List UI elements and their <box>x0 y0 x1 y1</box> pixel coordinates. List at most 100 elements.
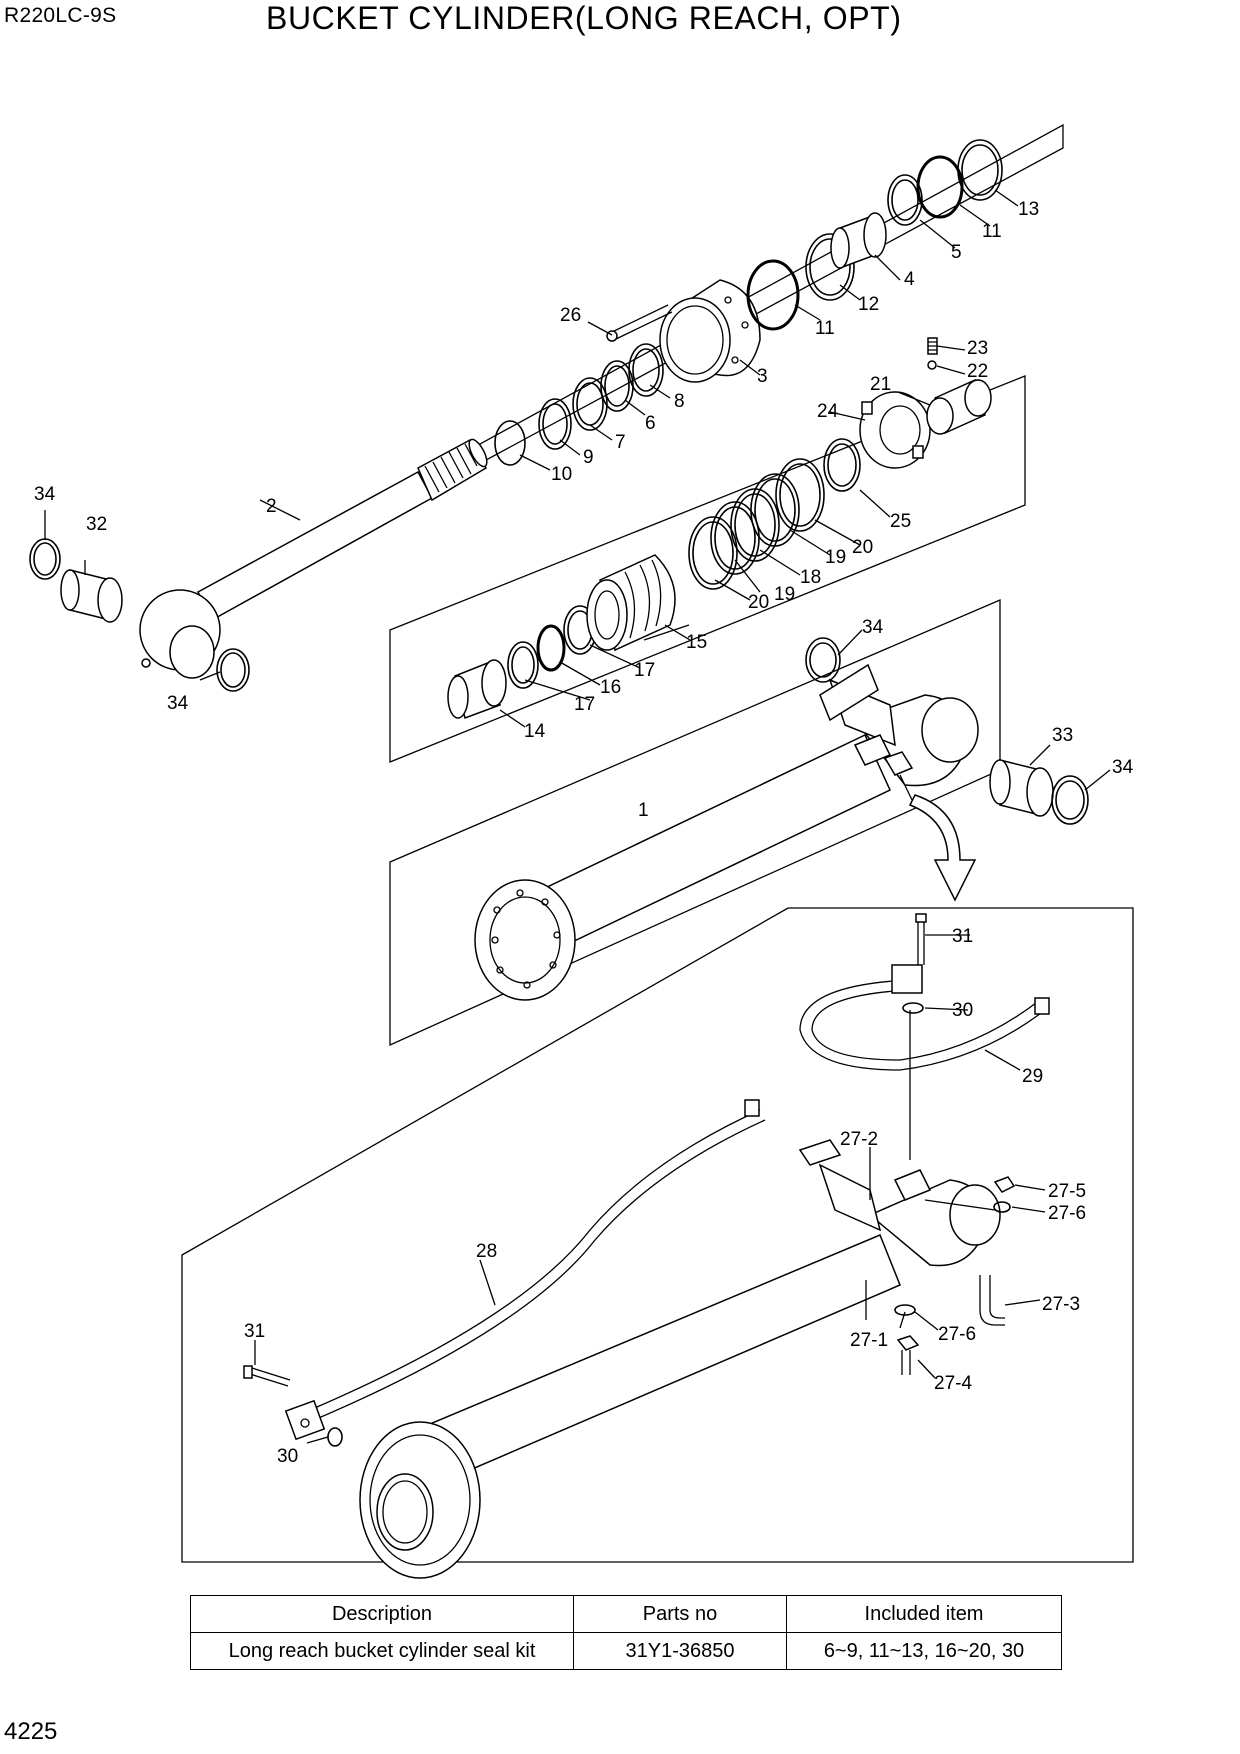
callout-29: 29 <box>1022 1066 1043 1087</box>
callout-3: 3 <box>757 366 768 387</box>
callout-11-upper: 11 <box>982 221 1002 242</box>
ring-19-upper <box>750 473 800 547</box>
bushing-32 <box>60 569 123 623</box>
column-header-description: Description <box>190 1595 574 1633</box>
callout-34-top-left: 34 <box>34 484 56 505</box>
bolt-31-top <box>915 913 927 965</box>
callout-27-5: 27-5 <box>1048 1181 1086 1202</box>
washer-27-6-right <box>993 1201 1011 1213</box>
callout-27-4: 27-4 <box>934 1373 972 1394</box>
callout-17-lower: 17 <box>574 694 595 715</box>
dust-seal-34-top-right <box>805 637 841 683</box>
callout-10: 10 <box>551 464 572 485</box>
seal-kit-table: Description Parts no Included item Long … <box>190 1595 1062 1670</box>
callout-24: 24 <box>817 401 839 422</box>
ring-25 <box>823 438 861 492</box>
ring-5 <box>887 174 923 226</box>
callout-30-bottom: 30 <box>277 1446 298 1467</box>
pipe-29 <box>799 964 1050 1071</box>
leader-lines <box>44 189 1111 1444</box>
callout-23: 23 <box>967 338 988 359</box>
pipe-28 <box>284 1099 766 1441</box>
callout-34-right: 34 <box>1112 757 1134 778</box>
nut-21 <box>926 378 992 435</box>
o-ring-16 <box>536 624 566 672</box>
callout-30-top: 30 <box>952 1000 973 1021</box>
bushing-33 <box>989 759 1054 817</box>
ring-18 <box>730 488 780 562</box>
callout-13: 13 <box>1018 199 1039 220</box>
callout-6: 6 <box>645 413 656 434</box>
callout-17-upper: 17 <box>634 660 655 681</box>
bolt-27-4 <box>896 1335 920 1375</box>
dust-seal-34-right <box>1051 775 1089 825</box>
callout-27-3: 27-3 <box>1042 1294 1080 1315</box>
callout-33: 33 <box>1052 725 1073 746</box>
piston-rod <box>139 438 488 679</box>
ring-7 <box>572 377 608 431</box>
callout-11-lower: 11 <box>815 318 835 339</box>
callout-21: 21 <box>870 374 891 395</box>
callout-34-bottom-left: 34 <box>167 693 189 714</box>
o-ring-30-top <box>902 1002 924 1014</box>
callout-19-lower: 19 <box>774 584 795 605</box>
column-header-parts-no: Parts no <box>573 1595 787 1633</box>
callout-25: 25 <box>890 511 911 532</box>
callout-8: 8 <box>674 391 685 412</box>
o-ring-11-lower <box>746 259 800 331</box>
callout-7: 7 <box>615 432 626 453</box>
callout-15: 15 <box>686 632 707 653</box>
cell-parts-no: 31Y1-36850 <box>573 1632 787 1670</box>
callout-5: 5 <box>951 242 962 263</box>
tube-assembly-lower <box>359 1139 1001 1579</box>
frame-piston-group <box>389 375 1026 763</box>
cell-included-item: 6~9, 11~13, 16~20, 30 <box>786 1632 1062 1670</box>
table-header-row: Description Parts no Included item <box>190 1595 1062 1633</box>
callout-12: 12 <box>858 294 879 315</box>
page-number: 4225 <box>4 1718 58 1745</box>
callout-18: 18 <box>800 567 821 588</box>
rod-cover-3 <box>659 279 761 383</box>
u-bolt-27-3 <box>979 1275 1005 1326</box>
nut-27-5 <box>993 1176 1016 1193</box>
set-screw-23 <box>927 337 938 355</box>
callout-31-bottom: 31 <box>244 1321 265 1342</box>
callout-2: 2 <box>266 496 277 517</box>
callout-26: 26 <box>560 305 581 326</box>
callout-1: 1 <box>638 800 649 821</box>
callout-14: 14 <box>524 721 546 742</box>
callout-28: 28 <box>476 1241 497 1262</box>
callout-19-upper: 19 <box>825 547 846 568</box>
callout-32: 32 <box>86 514 107 535</box>
cell-description: Long reach bucket cylinder seal kit <box>190 1632 574 1670</box>
ring-9 <box>538 398 572 450</box>
ring-20-upper <box>775 458 825 532</box>
bushing-4 <box>830 212 887 270</box>
o-ring-30-bottom <box>327 1427 343 1447</box>
dust-seal-34-bottom-left <box>216 648 250 692</box>
cushion-ring-14 <box>447 659 507 719</box>
ring-13 <box>957 139 1003 201</box>
callout-16: 16 <box>600 677 621 698</box>
ring-12 <box>805 233 855 301</box>
callout-20-upper: 20 <box>852 537 873 558</box>
frame-piping-group <box>181 907 1134 1563</box>
callout-27-1: 27-1 <box>850 1330 888 1351</box>
page-title: BUCKET CYLINDER(LONG REACH, OPT) <box>266 0 902 36</box>
callout-4: 4 <box>904 269 915 290</box>
piston-15 <box>586 554 676 652</box>
exploded-parts-diagram: 1 2 3 4 5 6 7 8 9 10 11 11 12 13 14 15 1… <box>29 123 1134 1579</box>
callout-27-2: 27-2 <box>840 1129 878 1150</box>
steel-ball-22 <box>927 360 937 370</box>
callout-31-top: 31 <box>952 926 973 947</box>
bolt-31-bottom <box>243 1365 291 1387</box>
ring-8 <box>628 343 664 397</box>
table-row: Long reach bucket cylinder seal kit 31Y1… <box>190 1632 1062 1670</box>
column-header-included-item: Included item <box>786 1595 1062 1633</box>
lock-nut-24 <box>859 391 931 469</box>
ring-17-lower <box>507 641 539 689</box>
callout-27-6-right: 27-6 <box>1048 1203 1086 1224</box>
o-ring-11-upper <box>916 155 964 219</box>
callout-27-6-bottom: 27-6 <box>938 1324 976 1345</box>
tube-assembly <box>474 663 979 1001</box>
